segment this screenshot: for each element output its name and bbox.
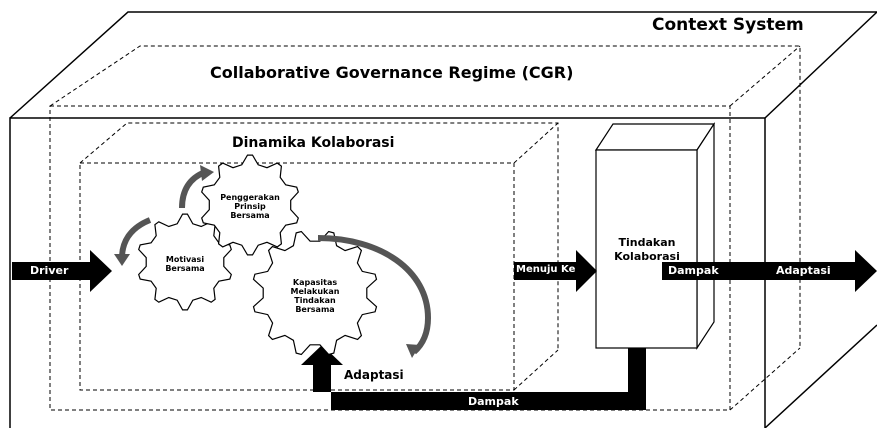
dampak-arrow-label: Dampak xyxy=(668,264,719,277)
feedback-arrow xyxy=(301,345,646,410)
menuju-arrow xyxy=(514,250,597,292)
action-box-label: Tindakan Kolaborasi xyxy=(614,236,680,263)
action-box xyxy=(594,121,716,351)
output-arrow xyxy=(662,250,877,292)
arrows xyxy=(12,250,877,410)
menuju-arrow-label: Menuju Ke xyxy=(516,264,576,275)
gears xyxy=(138,154,378,356)
gear-top xyxy=(201,154,299,256)
gear-left-label: Motivasi Bersama xyxy=(165,255,205,273)
context-system-title: Context System xyxy=(652,15,804,35)
adaptasi-loop-label: Adaptasi xyxy=(344,368,404,382)
dampak-bottom-label: Dampak xyxy=(468,395,519,408)
gear-top-label: Penggerakan Prinsip Bersama xyxy=(220,193,280,220)
cgr-title: Collaborative Governance Regime (CGR) xyxy=(210,63,574,82)
driver-arrow xyxy=(12,250,112,292)
rotation-arrowheads xyxy=(114,165,420,358)
adaptasi-arrow-label: Adaptasi xyxy=(776,264,831,277)
driver-arrow-label: Driver xyxy=(30,264,69,277)
gear-main xyxy=(252,230,378,356)
gear-main-label: Kapasitas Melakukan Tindakan Bersama xyxy=(290,278,340,314)
dynamics-title: Dinamika Kolaborasi xyxy=(232,135,395,151)
